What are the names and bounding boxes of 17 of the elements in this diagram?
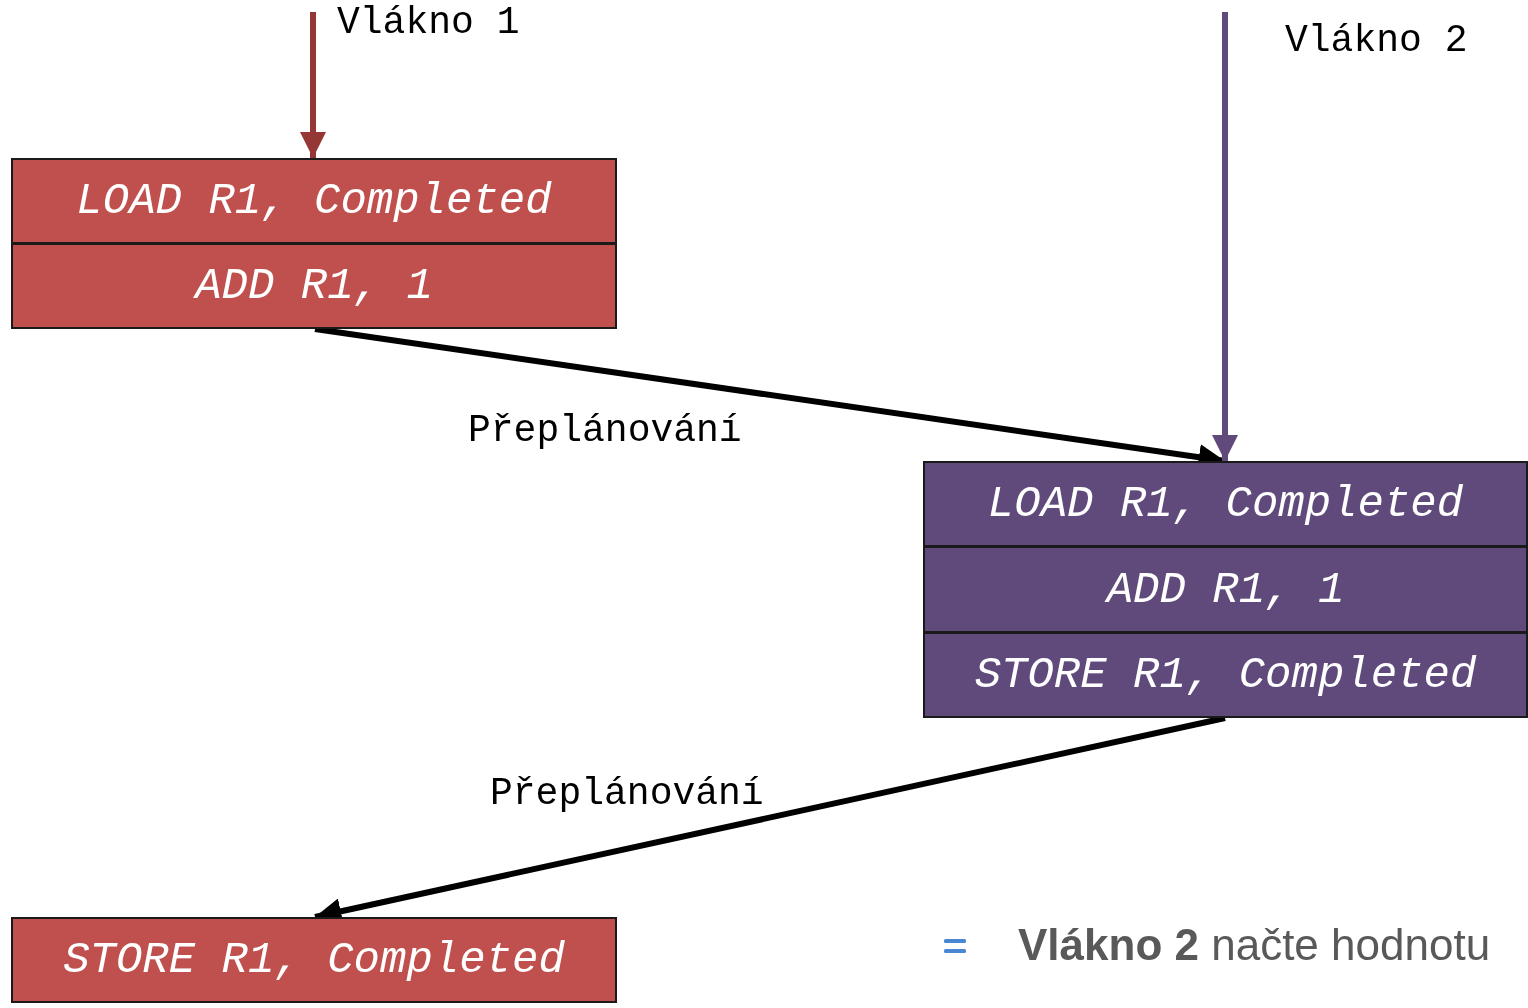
instruction-text: ADD R1, 1: [195, 261, 433, 311]
arrow: [299, 12, 327, 158]
instruction-box: [923, 461, 1528, 547]
instruction-text: STORE R1, Completed: [63, 935, 565, 985]
instruction-text: LOAD R1, Completed: [76, 176, 552, 226]
note-text: Vlákno 2 načte hodnotu: [1018, 920, 1491, 970]
instruction-box: [11, 243, 617, 329]
instruction-text: STORE R1, Completed: [974, 650, 1477, 700]
instruction-box: [923, 632, 1528, 718]
edge-label: Přeplánování: [468, 410, 742, 452]
instruction-text: ADD R1, 1: [1106, 564, 1345, 615]
arrow: [1211, 12, 1239, 461]
instruction-box: [11, 158, 617, 244]
edge-label: Přeplánování: [490, 773, 764, 815]
instruction-text: LOAD R1, Completed: [987, 479, 1464, 529]
instruction-box: [11, 917, 617, 1003]
instruction-box: [923, 546, 1528, 633]
